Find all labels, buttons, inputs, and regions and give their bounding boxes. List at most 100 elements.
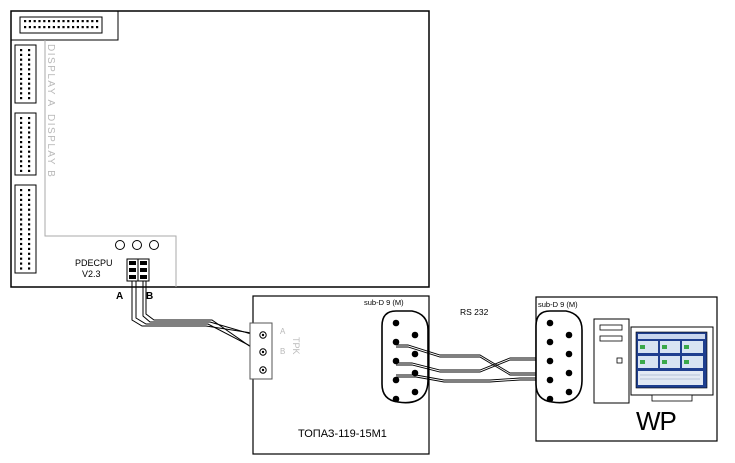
workstation-db9-pin [565, 350, 573, 358]
display-b-pin [20, 126, 23, 129]
display-a-pin [28, 49, 31, 52]
top-header-connector [19, 16, 103, 34]
aux-pin [20, 257, 23, 260]
aux-pin [28, 257, 31, 260]
aux-pin [20, 203, 23, 206]
display-a-label: DISPLAY A [45, 44, 56, 108]
rs232-wire-2b [396, 359, 548, 373]
aux-pin [20, 198, 23, 201]
aux-pin [20, 267, 23, 270]
display-b-pin [20, 121, 23, 124]
header-pin [57, 20, 60, 23]
workstation-db9-pin [546, 338, 554, 346]
display-a-pin [28, 68, 31, 71]
display-a-pin [28, 97, 31, 100]
display-a-pin [20, 82, 23, 85]
header-pin [76, 26, 79, 29]
header-pin [24, 20, 27, 23]
header-pin [33, 20, 36, 23]
display-b-pin [28, 121, 31, 124]
rs232-wire-1b [396, 346, 548, 376]
header-pin [72, 26, 75, 29]
display-a-pin [28, 82, 31, 85]
aux-pin [20, 193, 23, 197]
header-pin [43, 20, 46, 23]
header-pin [48, 26, 51, 29]
aux-pin [28, 228, 31, 231]
display-a-pin [20, 58, 23, 61]
inner-area-outline [44, 40, 177, 287]
aux-pin [28, 203, 31, 206]
workstation-db9-pin [565, 388, 573, 396]
display-a-pin [20, 53, 23, 56]
header-pin [67, 20, 70, 23]
workstation-db9-pin [546, 376, 554, 384]
display-b-pin [28, 126, 31, 129]
display-a-pin [20, 87, 23, 90]
header-pin [81, 20, 84, 23]
display-b-connector [14, 112, 37, 176]
converter-db9-connector [381, 310, 429, 404]
aux-pin [20, 233, 23, 236]
aux-pin [20, 218, 23, 221]
rs232-wire-2 [396, 357, 548, 371]
aux-pin [28, 242, 31, 246]
aux-pin [28, 223, 31, 226]
aux-pin [28, 247, 31, 250]
header-pin [67, 26, 70, 29]
converter-db9-pin [411, 331, 419, 339]
wire-b-inner [145, 281, 259, 353]
aux-pin [20, 247, 23, 250]
workstation-db9-pin [546, 357, 554, 365]
link-label: RS 232 [460, 307, 489, 317]
display-a-pin [28, 87, 31, 90]
display-a-pin [28, 53, 31, 56]
header-pin [57, 26, 60, 29]
workstation-name: WP [636, 406, 676, 436]
converter-terminal-label: TPK [291, 337, 301, 355]
rs232-wire-3 [396, 374, 548, 381]
aux-pin [20, 252, 23, 255]
aux-pin [28, 218, 31, 221]
wire-a [131, 281, 259, 335]
header-pin [28, 20, 31, 23]
controller-board: DISPLAY A DISPLAY B PDECPU V2.3 A B [10, 10, 430, 302]
display-a-pin [28, 92, 31, 95]
aux-pin [28, 198, 31, 201]
aux-pin [28, 213, 31, 216]
aux-pin [20, 213, 23, 216]
workstation-db9-pin [565, 331, 573, 339]
aux-pin [20, 228, 23, 231]
header-pin [28, 26, 31, 29]
aux-pin [20, 223, 23, 226]
display-b-pin [20, 150, 23, 153]
display-a-pin [28, 77, 31, 80]
header-pin [96, 20, 99, 23]
header-pin [43, 26, 46, 29]
workstation-db9-pin [565, 369, 573, 377]
converter-db9-pin [411, 388, 419, 396]
display-b-pin [20, 117, 23, 120]
header-pin [76, 20, 79, 23]
header-pin [48, 20, 51, 23]
display-b-pin [20, 160, 23, 163]
display-b-pin [20, 155, 23, 158]
aux-pin [28, 238, 31, 241]
display-b-pin [20, 136, 23, 139]
display-b-pin [28, 155, 31, 158]
header-pin [91, 26, 94, 29]
rs232-cable [396, 344, 548, 383]
converter-terminal-a-label: A [280, 327, 286, 336]
display-a-pin [20, 63, 23, 66]
display-b-pin [20, 169, 23, 172]
rs232-wire-1 [396, 344, 548, 374]
display-a-pin [28, 73, 31, 76]
header-corner-box [11, 11, 119, 41]
aux-pin [20, 262, 23, 265]
header-pin [91, 20, 94, 23]
display-b-pin [28, 150, 31, 153]
header-pin [96, 26, 99, 29]
aux-pin [28, 189, 31, 192]
converter-name: ТОПАЗ-119-15М1 [298, 428, 387, 440]
wire-b [142, 281, 259, 337]
